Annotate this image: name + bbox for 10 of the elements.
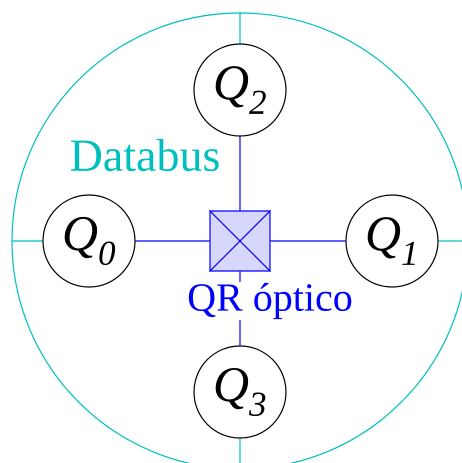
connector-line [239,12,241,44]
connector-line [270,240,346,242]
connector-line [11,240,42,242]
connector-line [438,240,462,242]
databus-label: Databus [70,138,219,172]
connector-line [136,240,210,242]
optical-router-box [208,210,272,272]
connector-line [239,438,241,463]
router-label: QR óptico [186,282,354,320]
connector-line [239,136,241,210]
